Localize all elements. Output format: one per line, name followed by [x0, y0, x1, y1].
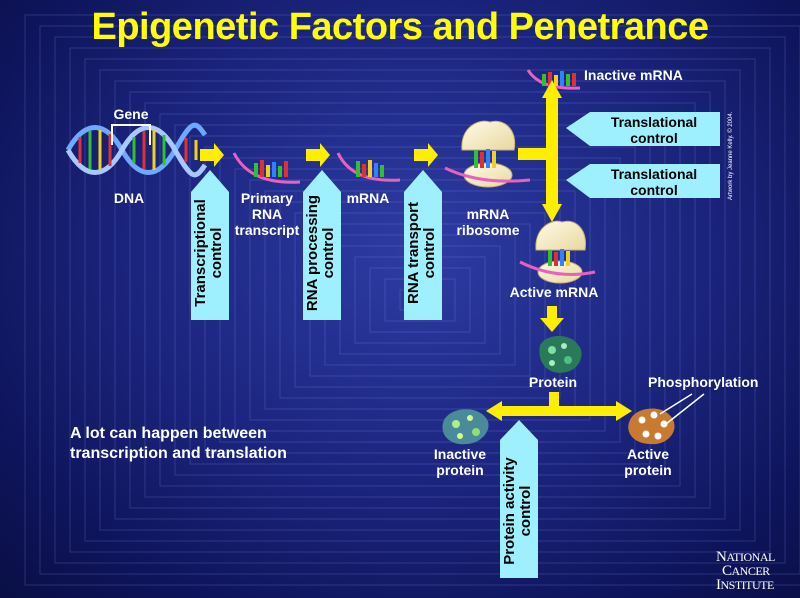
inactive-protein-icon [442, 409, 488, 444]
protein-activity-control-label: Protein activity control [502, 441, 536, 581]
mrna-ribosome-label: mRNA ribosome [452, 206, 524, 238]
rna-processing-control-label: RNA processing control [305, 193, 339, 313]
dna-helix-icon [68, 125, 205, 175]
rna-transport-control-label: RNA transport control [406, 193, 440, 313]
inactive-mrna-label: Inactive mRNA [584, 67, 700, 83]
phosphorylation-label: Phosphorylation [648, 374, 776, 390]
gene-label: Gene [108, 106, 154, 122]
arrow-right-icon [616, 401, 632, 421]
nci-logo: NATIONAL CANCER INSTITUTE [716, 550, 798, 592]
arrow-down-icon [540, 306, 564, 332]
mrna-icon [338, 153, 400, 180]
arrow-right-icon [306, 143, 330, 167]
translational-control-label-1: Translational control [592, 114, 716, 146]
arrow-right-icon [414, 143, 438, 167]
translational-control-label-2: Translational control [592, 166, 716, 198]
protein-label: Protein [522, 374, 584, 390]
caption-text: A lot can happen between transcription a… [70, 424, 287, 464]
active-mrna-label: Active mRNA [504, 284, 604, 300]
primary-rna-label: Primary RNA transcript [228, 190, 306, 238]
phosphorylation-pointer [660, 394, 692, 414]
inactive-protein-label: Inactive protein [428, 446, 492, 478]
artwork-credit: Artwork by Jeanne Kelly. © 2004. [728, 112, 734, 200]
arrow-left-icon [486, 401, 502, 421]
arrow-shaft [546, 96, 558, 206]
transcriptional-control-label: Transcriptional control [193, 193, 227, 313]
dna-label: DNA [106, 190, 152, 206]
arrow-shaft [500, 406, 618, 416]
primary-rna-icon [234, 153, 300, 182]
arrow-shaft [518, 148, 550, 160]
active-protein-icon [628, 408, 674, 444]
arrow-down-icon [542, 204, 562, 222]
arrow-right-icon [200, 143, 224, 167]
active-mrna-ribosome-icon [520, 221, 595, 283]
active-protein-label: Active protein [616, 446, 680, 478]
protein-icon [539, 336, 581, 373]
ribosome-icon [445, 121, 530, 187]
mrna-label: mRNA [340, 190, 396, 206]
